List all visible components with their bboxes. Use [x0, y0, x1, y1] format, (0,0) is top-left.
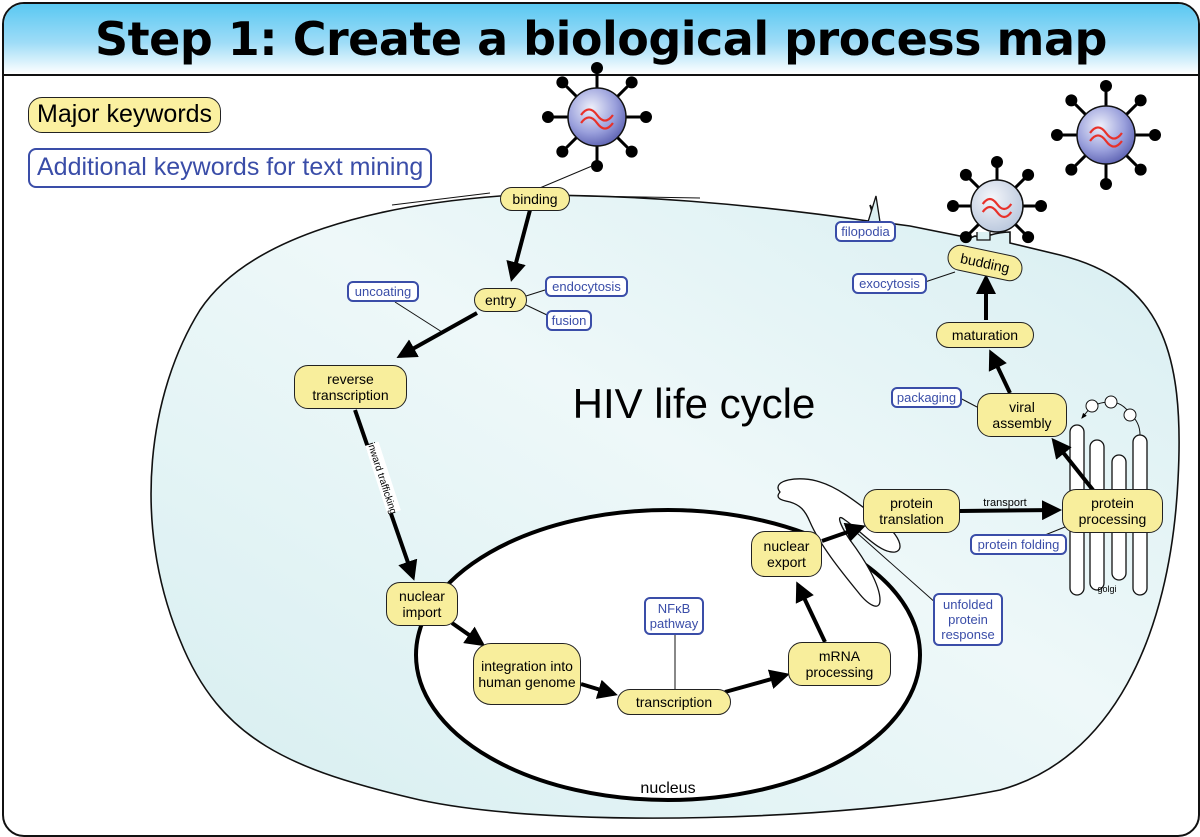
nucleus-membrane: [414, 508, 922, 802]
virus-spike-tip: [1022, 231, 1035, 244]
node-entry[interactable]: entry: [474, 288, 527, 312]
virus-spike-tip: [556, 76, 569, 89]
arrow-nuclear-export-translation: [821, 522, 866, 543]
virus-budding: [947, 156, 1047, 244]
keyword-filopodia[interactable]: filopodia: [835, 221, 896, 242]
virus-released: [1051, 80, 1161, 190]
virus-capsid: [1076, 105, 1136, 165]
arrow-processing-assembly: [1051, 437, 1095, 492]
golgi-label: golgi: [1097, 584, 1116, 594]
virus-spike-tip: [1100, 80, 1112, 92]
arrow-nuclear-import-integration: [450, 621, 486, 647]
keyword-nfkb-pathway[interactable]: NFκB pathway: [644, 597, 704, 635]
virus-spike-tip: [591, 62, 603, 74]
arrow-transcription-mrna: [724, 669, 790, 694]
node-viral-assembly[interactable]: viral assembly: [977, 393, 1067, 437]
virus-spike-tip: [640, 111, 652, 123]
node-reverse-transcription[interactable]: reverse transcription: [294, 365, 407, 409]
virus-spike-tip: [959, 168, 972, 181]
keyword-unfolded-protein-response[interactable]: unfolded protein response: [933, 593, 1003, 646]
process-arrows: [353, 209, 1095, 699]
node-binding[interactable]: binding: [500, 187, 570, 211]
virus-spike-tip: [1065, 163, 1078, 176]
virus-spike-tip: [1051, 129, 1063, 141]
virus-binding: [542, 62, 652, 172]
arrow-entry-reverse-transcription: [396, 311, 478, 358]
virus-spike-tip: [1134, 94, 1147, 107]
inward-trafficking-label-bg: [365, 441, 401, 515]
node-protein-translation[interactable]: protein translation: [863, 489, 960, 533]
virus-spike-tip: [991, 156, 1003, 168]
virus-spike-tip: [556, 145, 569, 158]
arrow-integration-transcription: [580, 679, 618, 699]
virus-spike-tip: [1035, 200, 1047, 212]
arrow-assembly-maturation: [988, 349, 1012, 394]
keyword-protein-folding[interactable]: protein folding: [970, 534, 1067, 555]
node-integration[interactable]: integration into human genome: [473, 643, 581, 705]
keyword-endocytosis[interactable]: endocytosis: [545, 276, 628, 297]
filopodia-spike: [867, 195, 881, 223]
virus-spike-tip: [1149, 129, 1161, 141]
keyword-fusion[interactable]: fusion: [546, 310, 592, 331]
virus-spike-tip: [591, 160, 603, 172]
budding-stalk: [976, 232, 991, 241]
viral-rna-icon: [1089, 126, 1123, 148]
arrow-mrna-nuclear-export: [795, 581, 827, 643]
virus-spike-tip: [542, 111, 554, 123]
arrow-translation-processing: [959, 500, 1062, 521]
node-protein-processing[interactable]: protein processing: [1062, 489, 1163, 533]
keyword-packaging[interactable]: packaging: [891, 387, 962, 408]
diagram-title: HIV life cycle: [573, 380, 816, 427]
virus-spike-tip: [947, 200, 959, 212]
arrow-binding-entry: [506, 209, 532, 282]
node-transcription[interactable]: transcription: [617, 689, 731, 715]
golgi-vesicles: [1081, 395, 1141, 436]
legend-additional-keywords: Additional keywords for text mining: [28, 148, 433, 188]
keyword-links: [391, 165, 1066, 690]
virus-capsid: [970, 179, 1024, 233]
node-maturation[interactable]: maturation: [936, 322, 1034, 348]
virus-spike-tip: [1065, 94, 1078, 107]
keyword-uncoating[interactable]: uncoating: [347, 281, 419, 302]
node-mrna-processing[interactable]: mRNA processing: [788, 642, 891, 686]
virus-capsid: [567, 87, 627, 147]
nucleus-label: nucleus: [640, 780, 695, 797]
virus-spike-tip: [625, 145, 638, 158]
virus-spike-tip: [625, 76, 638, 89]
node-nuclear-import[interactable]: nuclear import: [386, 582, 458, 626]
virus-spike-tip: [959, 231, 972, 244]
transport-label: transport: [983, 497, 1026, 509]
node-nuclear-export[interactable]: nuclear export: [751, 531, 822, 577]
page-title: Step 1: Create a biological process map: [95, 12, 1107, 66]
legend-major-keywords: Major keywords: [28, 97, 222, 133]
virus-spike-tip: [1134, 163, 1147, 176]
viral-rna-icon: [981, 197, 1013, 219]
viral-rna-icon: [580, 108, 614, 130]
virus-spike-tip: [1100, 178, 1112, 190]
keyword-exocytosis[interactable]: exocytosis: [852, 273, 927, 294]
virus-spike-tip: [1022, 168, 1035, 181]
